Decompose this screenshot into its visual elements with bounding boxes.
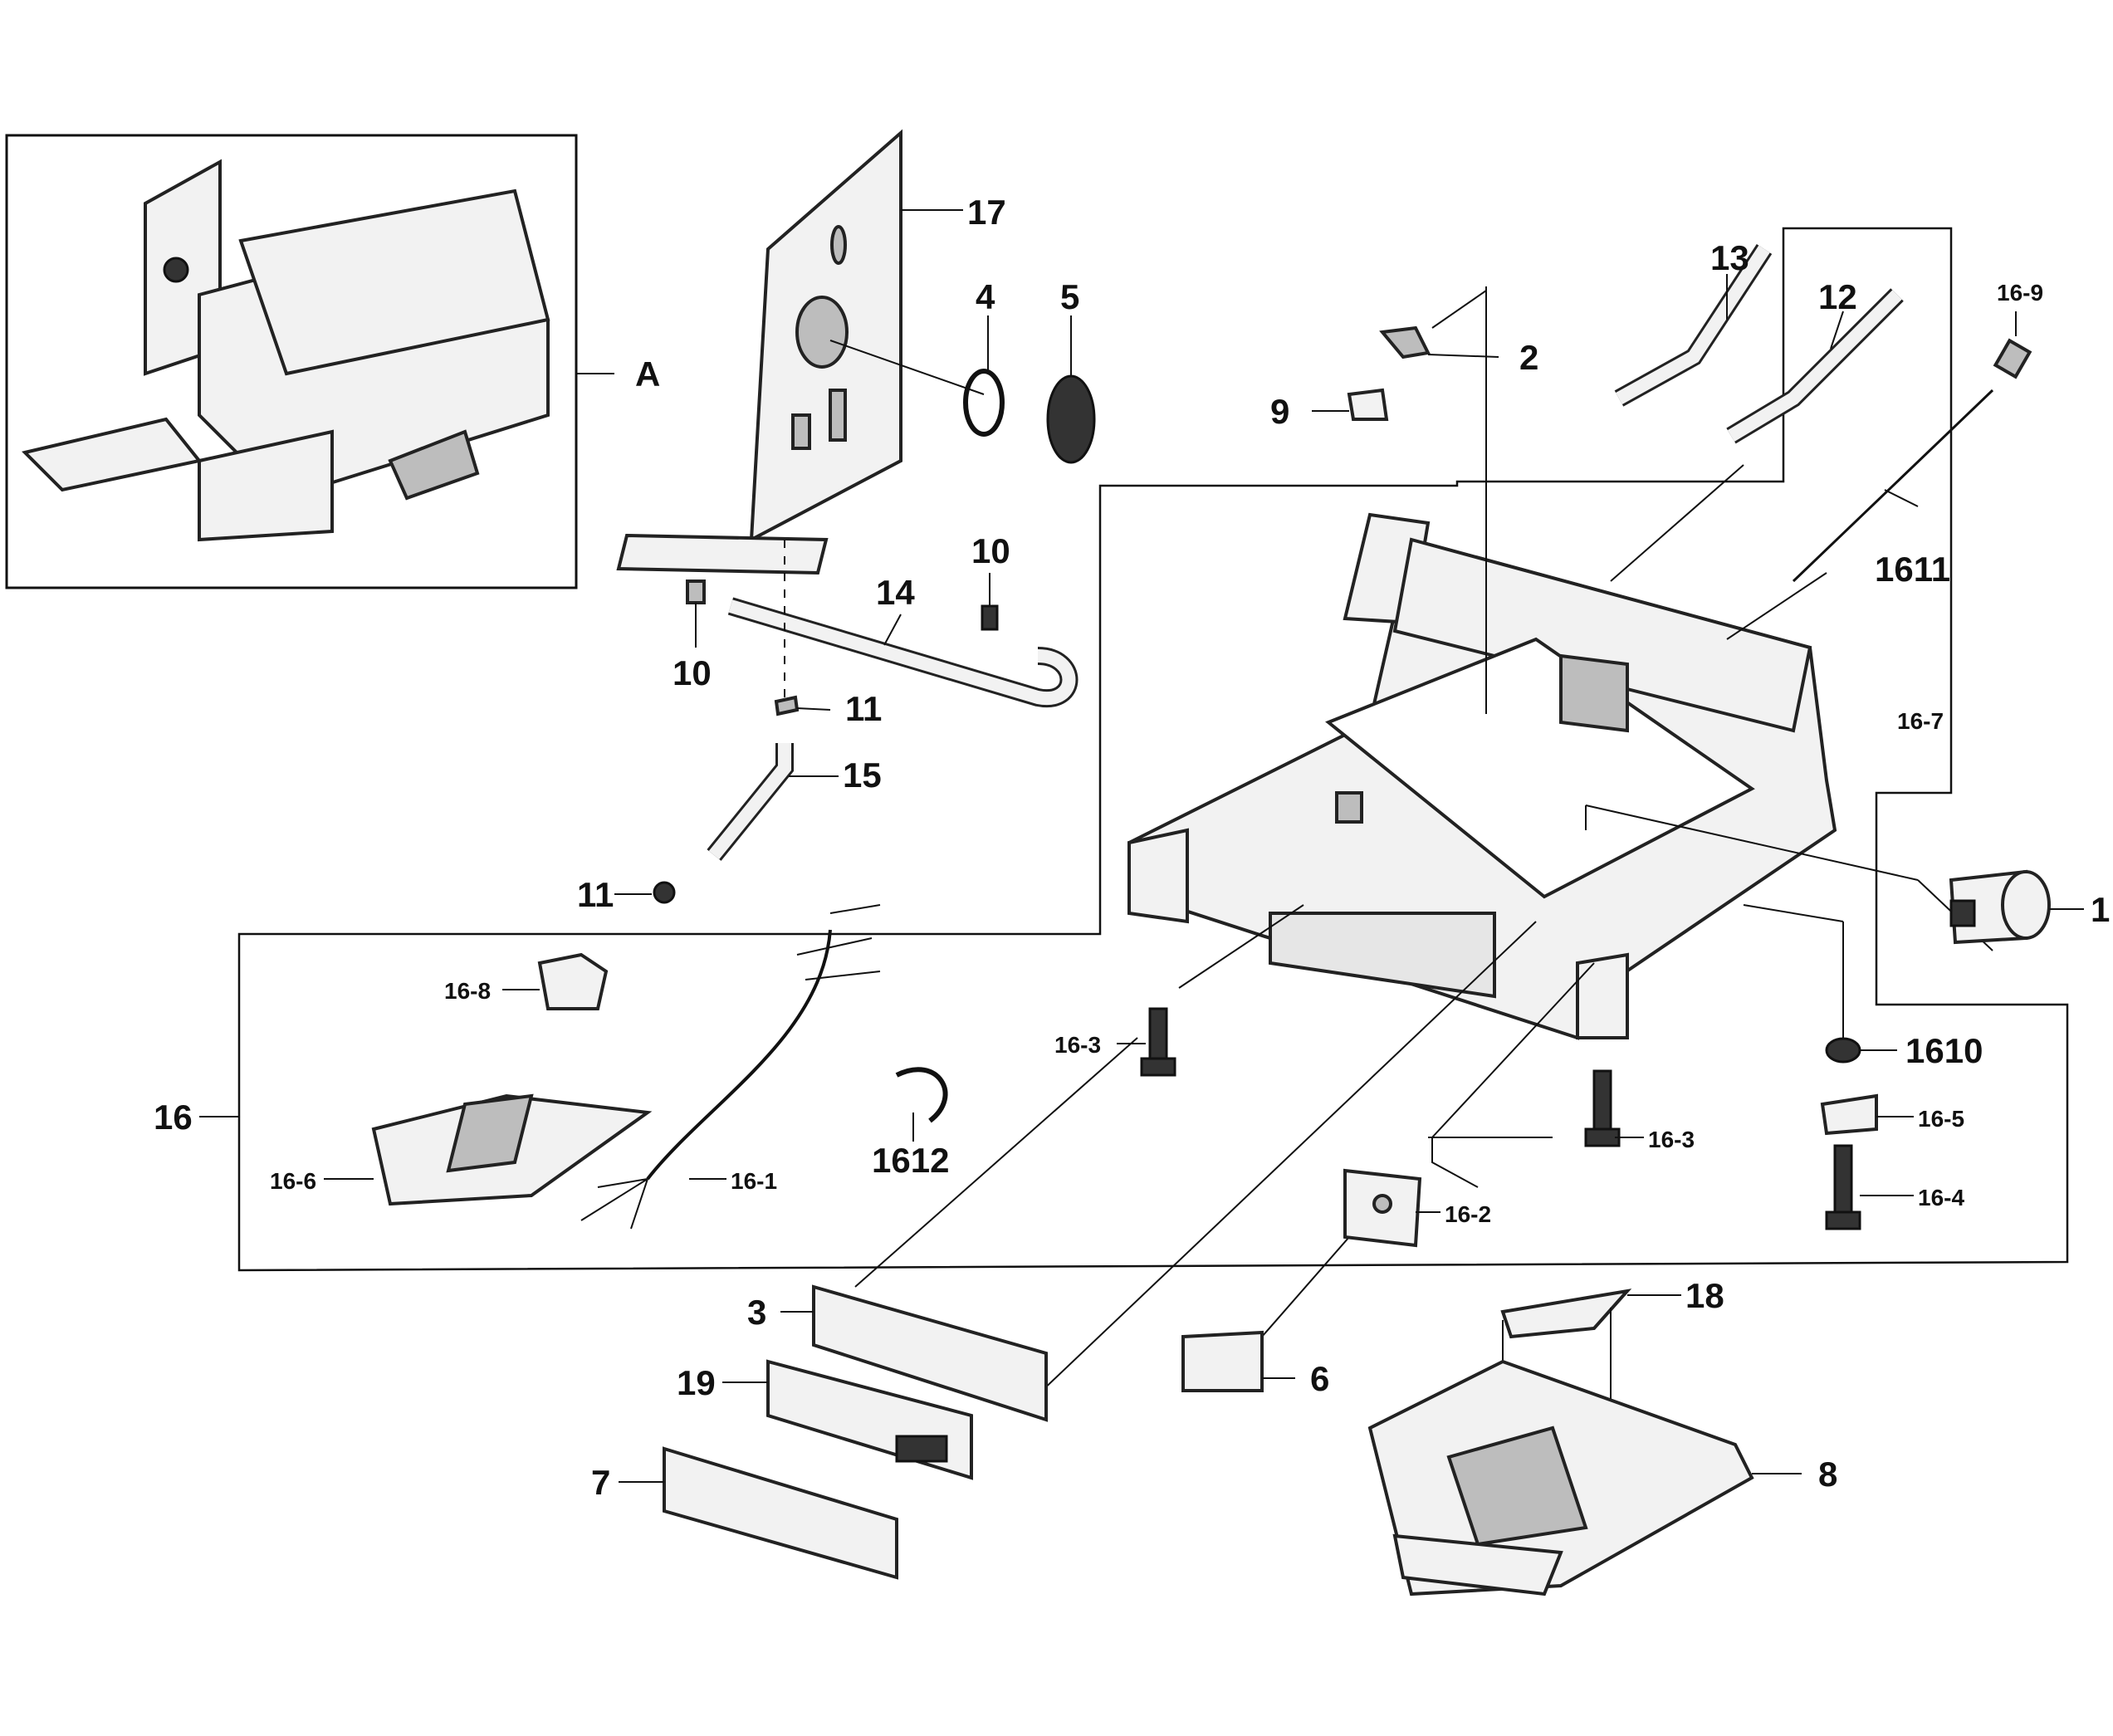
part-1610-nut [1825,1037,1897,1064]
label-1610: 1610 [1905,1031,1983,1070]
label-A: A [635,355,660,394]
part-16-6-heater-plate [324,1093,653,1206]
label-16-3-right: 16-3 [1648,1127,1695,1152]
part-13-hose [1614,243,1773,407]
label-7: 7 [591,1463,610,1502]
label-8: 8 [1818,1455,1837,1494]
group-16-outline [199,227,2069,1272]
part-16-1-wire-harness [580,904,881,1230]
part-16-2-bracket [1343,1168,1440,1248]
label-5: 5 [1060,277,1079,316]
label-11-lower: 11 [577,875,614,914]
part-6-box [1181,1330,1295,1392]
label-19: 19 [677,1363,716,1402]
label-16-7: 16-7 [1897,708,1944,734]
part-16-3-leg-right [1584,1069,1644,1147]
label-3: 3 [747,1293,766,1332]
part-16-8-valve [502,952,609,1010]
label-16-3-left: 16-3 [1054,1032,1101,1058]
label-16-1: 16-1 [731,1168,777,1194]
part-1611-wire [1792,389,1994,583]
label-16-4: 16-4 [1918,1185,1964,1210]
part-16-9-sensor [1993,311,2032,379]
label-16-2: 16-2 [1445,1201,1491,1227]
label-10-left: 10 [673,653,712,692]
part-11-connector-lower [614,881,676,904]
part-9-clip [1312,388,1389,421]
label-13: 13 [1710,238,1749,277]
part-14-hose [616,533,1079,708]
part-5-gear [1046,315,1096,464]
label-1: 1 [2091,890,2110,929]
label-16-5: 16-5 [1918,1106,1964,1132]
label-18: 18 [1685,1276,1724,1315]
part-17-side-panel [749,129,985,543]
part-19-pcb [722,1359,973,1480]
part-2-bracket [1379,325,1499,359]
label-16-6: 16-6 [270,1168,316,1194]
part-7-cover [619,1446,898,1580]
part-4-ring [963,315,1005,437]
part-10-clamp-right [981,573,999,631]
label-4: 4 [976,277,995,316]
label-16: 16 [154,1098,193,1137]
label-1612: 1612 [872,1141,949,1180]
labels: A 17 4 5 10 14 10 11 15 11 16-8 16 16-6 … [154,193,2110,1502]
label-6: 6 [1310,1359,1329,1398]
frame-leader-lines [854,286,1993,1396]
part-1-motor [1949,869,2084,945]
part-11-connector-upper [774,695,831,716]
part-12-hose [1726,288,1904,444]
label-1611: 1611 [1875,550,1950,589]
label-11-upper: 11 [845,689,882,728]
label-15: 15 [843,756,882,795]
label-9: 9 [1270,392,1289,431]
part-3-panel-frame [780,1284,1048,1422]
part-15-tube [707,743,839,861]
part-8-base-pan [1367,1359,1802,1597]
label-14: 14 [876,573,915,612]
label-10-right: 10 [971,531,1010,570]
part-16-3-leg-left [1117,1007,1176,1077]
part-16-4-leg [1825,1144,1914,1230]
label-16-9: 16-9 [1997,280,2043,306]
label-17: 17 [967,193,1006,232]
main-base-frame [1127,512,1837,1040]
label-12: 12 [1818,277,1857,316]
label-2: 2 [1519,338,1538,377]
inset-assembled-view [5,134,614,589]
part-1612-clip [895,1067,948,1142]
label-16-8: 16-8 [444,978,491,1004]
part-16-5-foot [1820,1093,1914,1136]
part-10-clamp-left [686,579,706,648]
